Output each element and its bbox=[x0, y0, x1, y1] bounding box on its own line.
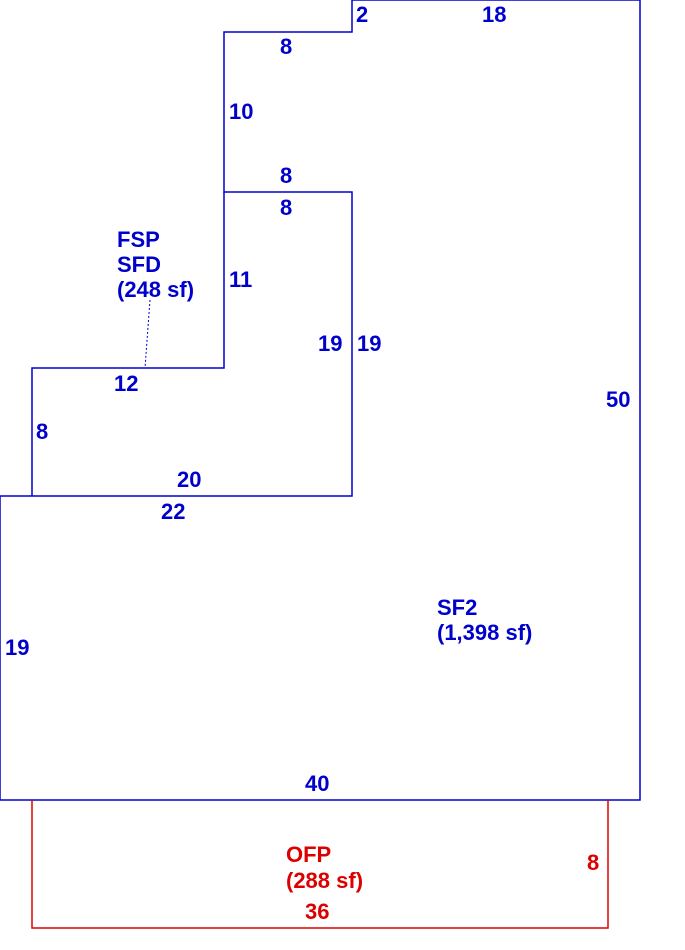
fsp-label-type: SFD bbox=[117, 252, 161, 277]
fsp-leader-line bbox=[144, 299, 151, 369]
dimension-label: 18 bbox=[482, 2, 506, 27]
dimension-label: 19 bbox=[318, 331, 342, 356]
dimension-label: 20 bbox=[177, 467, 201, 492]
fsp-label-name: FSP bbox=[117, 227, 160, 252]
dimension-label: 36 bbox=[305, 899, 329, 924]
dimension-label: 12 bbox=[114, 371, 138, 396]
sf2-label-area: (1,398 sf) bbox=[437, 620, 532, 645]
dimension-label: 2 bbox=[356, 2, 368, 27]
dimension-label: 8 bbox=[36, 419, 48, 444]
sf2-outline bbox=[0, 0, 641, 801]
ofp-label-area: (288 sf) bbox=[286, 868, 363, 893]
dimension-label: 8 bbox=[587, 850, 599, 875]
ofp-label-name: OFP bbox=[286, 842, 331, 867]
dimension-label: 19 bbox=[357, 331, 381, 356]
dimension-label: 11 bbox=[229, 267, 252, 292]
dimension-label: 8 bbox=[280, 195, 292, 220]
dimension-label: 50 bbox=[606, 387, 630, 412]
dimension-label: 40 bbox=[305, 771, 329, 796]
dimension-label: 10 bbox=[229, 99, 253, 124]
ofp-outline bbox=[31, 800, 609, 929]
dimension-label: 22 bbox=[161, 499, 185, 524]
dimension-label: 8 bbox=[280, 163, 292, 188]
fsp-label-area: (248 sf) bbox=[117, 277, 194, 302]
dimension-label: 8 bbox=[280, 34, 292, 59]
dimension-label: 19 bbox=[5, 635, 29, 660]
sf2-label-name: SF2 bbox=[437, 595, 477, 620]
fsp-outline bbox=[31, 192, 225, 496]
